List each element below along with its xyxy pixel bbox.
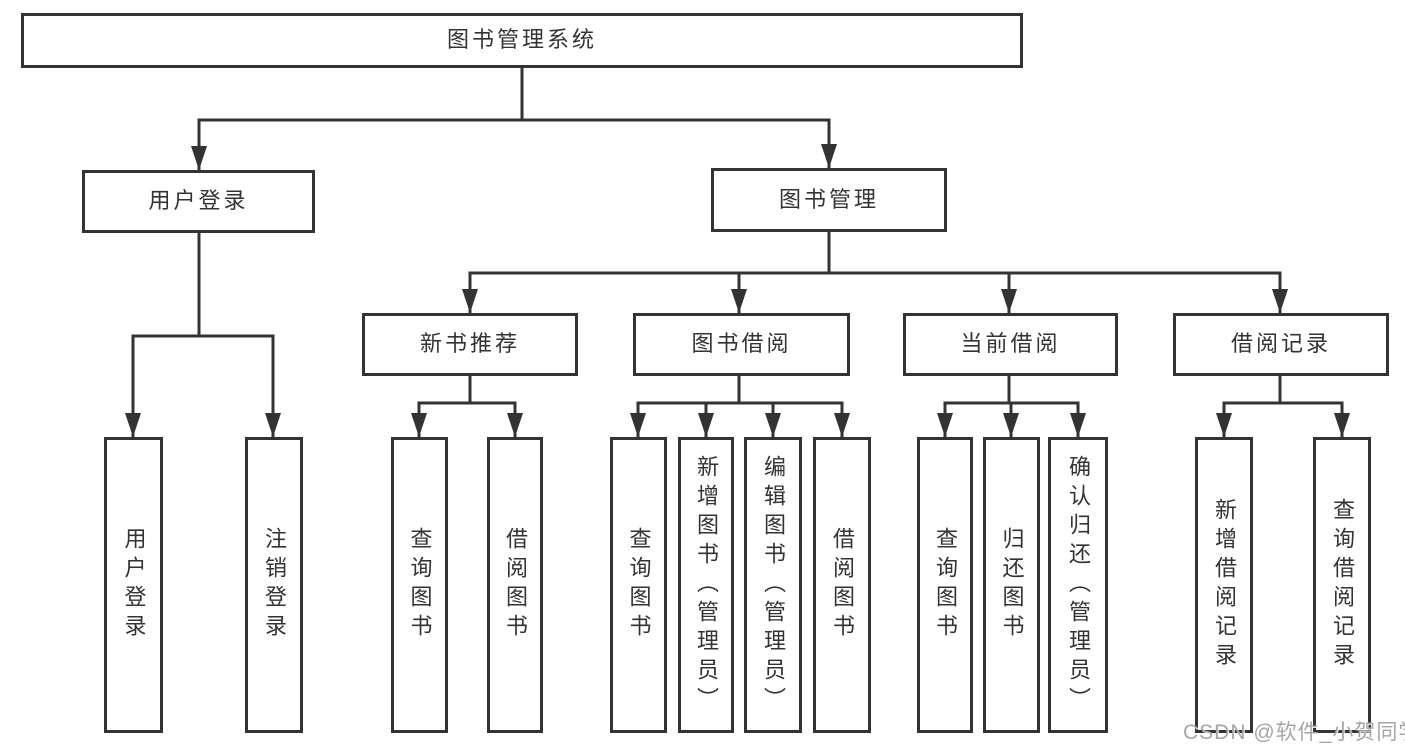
node-label: 查询图书 bbox=[626, 527, 652, 643]
node-borrow-records: 借阅记录 bbox=[1173, 313, 1389, 376]
leaf-borrow-books-recommend: 借阅图书 bbox=[487, 437, 543, 733]
watermark: CSDN @软件_小贺同学 bbox=[1183, 721, 1405, 744]
leaf-logout: 注销登录 bbox=[245, 437, 303, 733]
leaf-confirm-return-admin: 确认归还（管理员） bbox=[1048, 437, 1108, 733]
leaf-query-books-recommend: 查询图书 bbox=[391, 437, 448, 733]
node-label: 确认归还（管理员） bbox=[1066, 454, 1091, 716]
leaf-add-book-admin: 新增图书（管理员） bbox=[678, 437, 734, 733]
node-label: 用户登录 bbox=[121, 527, 147, 643]
node-label: 查询图书 bbox=[933, 527, 958, 643]
node-label: 注销登录 bbox=[262, 527, 287, 643]
leaf-query-borrow-record: 查询借阅记录 bbox=[1313, 437, 1371, 733]
leaf-user-login: 用户登录 bbox=[104, 437, 163, 733]
node-label: 新书推荐 bbox=[419, 331, 520, 357]
node-label: 归还图书 bbox=[999, 527, 1025, 643]
node-label: 查询借阅记录 bbox=[1330, 498, 1355, 672]
node-label: 用户登录 bbox=[148, 188, 249, 214]
node-book-management: 图书管理 bbox=[711, 168, 947, 232]
node-label: 借阅图书 bbox=[503, 527, 528, 643]
node-label: 图书借阅 bbox=[691, 331, 792, 357]
node-label: 借阅图书 bbox=[830, 527, 855, 643]
leaf-edit-book-admin: 编辑图书（管理员） bbox=[744, 437, 802, 733]
node-label: 图书管理 bbox=[778, 186, 879, 212]
node-user-login: 用户登录 bbox=[82, 170, 315, 233]
leaf-borrow-books-borrow: 借阅图书 bbox=[813, 437, 871, 733]
node-label: 查询图书 bbox=[407, 527, 433, 643]
node-book-borrow: 图书借阅 bbox=[633, 313, 850, 376]
node-root-system: 图书管理系统 bbox=[21, 13, 1023, 68]
leaf-query-books-current: 查询图书 bbox=[917, 437, 973, 733]
leaf-return-book: 归还图书 bbox=[983, 437, 1040, 733]
node-label: 编辑图书（管理员） bbox=[761, 454, 786, 716]
node-label: 借阅记录 bbox=[1230, 331, 1331, 357]
node-label: 图书管理系统 bbox=[446, 27, 597, 53]
node-label: 当前借阅 bbox=[960, 331, 1061, 357]
node-label: 新增图书（管理员） bbox=[694, 454, 719, 716]
node-new-book-recommend: 新书推荐 bbox=[362, 313, 578, 376]
leaf-add-borrow-record: 新增借阅记录 bbox=[1195, 437, 1253, 733]
node-current-borrow: 当前借阅 bbox=[903, 313, 1118, 376]
leaf-query-books-borrow: 查询图书 bbox=[610, 437, 667, 733]
node-label: 新增借阅记录 bbox=[1212, 498, 1237, 672]
